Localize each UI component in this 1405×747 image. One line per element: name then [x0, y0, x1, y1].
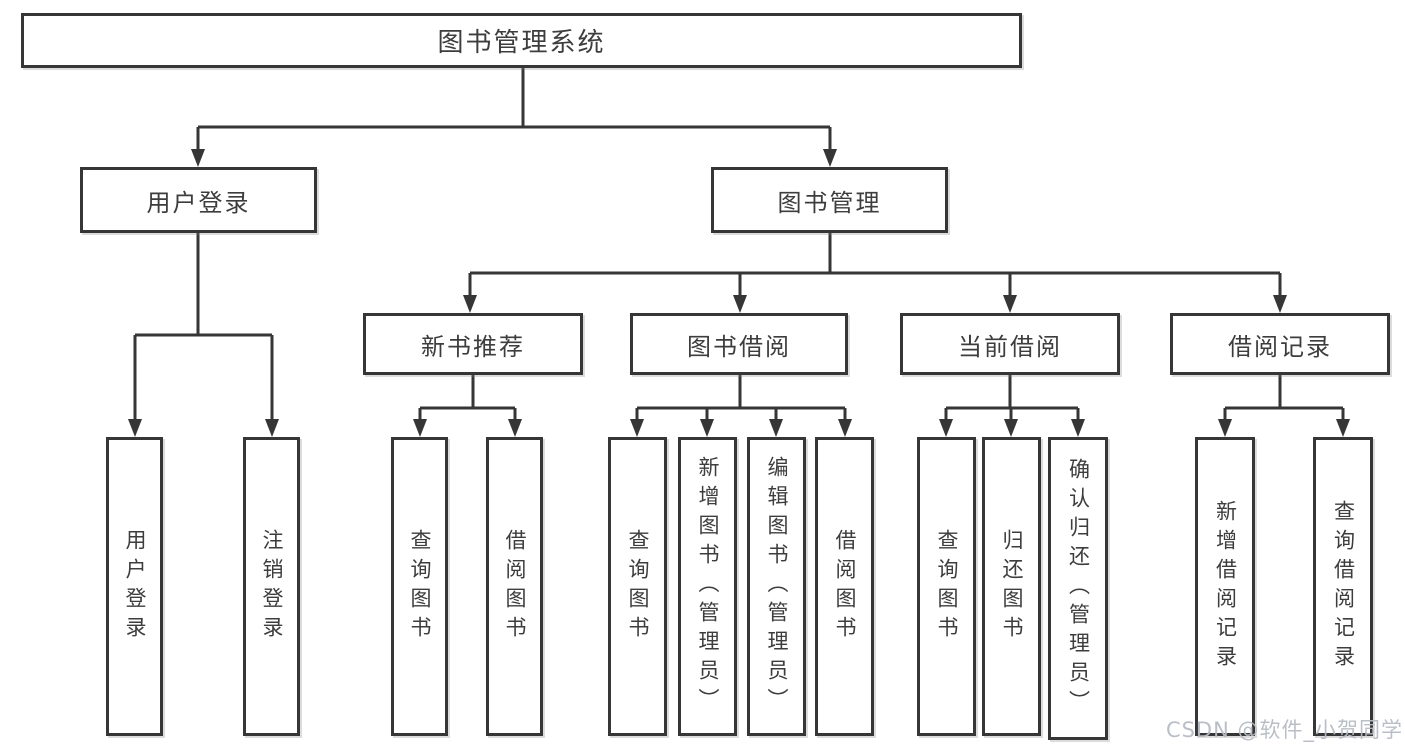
- leaf-edit-book-admin: 编辑图书（管理员）: [747, 437, 806, 736]
- leaf-confirm-return-admin: 确认归还（管理员）: [1048, 437, 1108, 740]
- leaf-label: 借阅图书: [503, 528, 527, 645]
- leaf-query-books-borrow: 查询图书: [608, 437, 667, 736]
- arrowhead-icons: [128, 149, 1350, 437]
- leaf-borrow-books-recommend: 借阅图书: [486, 437, 543, 736]
- leaf-label: 查询图书: [408, 528, 432, 645]
- leaf-user-login: 用户登录: [106, 437, 163, 736]
- leaf-add-borrow-record: 新增借阅记录: [1195, 437, 1255, 736]
- node-book-management: 图书管理: [711, 167, 948, 233]
- node-borrow-records: 借阅记录: [1170, 313, 1390, 375]
- leaf-label: 归还图书: [1000, 528, 1024, 645]
- node-current-borrow: 当前借阅: [900, 313, 1120, 375]
- node-new-book-recommend: 新书推荐: [363, 313, 583, 375]
- node-user-login: 用户登录: [80, 167, 317, 233]
- leaf-return-book: 归还图书: [982, 437, 1041, 736]
- node-library-management-system: 图书管理系统: [21, 13, 1022, 68]
- leaf-label: 注销登录: [260, 528, 284, 645]
- leaf-label: 查询图书: [626, 528, 650, 645]
- leaf-label: 新增图书（管理员）: [696, 456, 720, 717]
- leaf-label: 新增借阅记录: [1213, 499, 1238, 674]
- leaf-logout: 注销登录: [243, 437, 300, 736]
- node-book-borrow: 图书借阅: [630, 313, 848, 375]
- leaf-label: 查询图书: [935, 528, 959, 645]
- leaf-query-books-recommend: 查询图书: [391, 437, 448, 736]
- leaf-add-book-admin: 新增图书（管理员）: [678, 437, 737, 736]
- leaf-query-books-current: 查询图书: [917, 437, 976, 736]
- leaf-label: 查询借阅记录: [1331, 499, 1356, 674]
- leaf-label: 借阅图书: [833, 528, 857, 645]
- leaf-borrow-books: 借阅图书: [815, 437, 874, 736]
- watermark: CSDN @软件_小贺同学: [1165, 718, 1403, 742]
- leaf-query-borrow-record: 查询借阅记录: [1313, 437, 1373, 736]
- leaf-label: 编辑图书（管理员）: [765, 456, 789, 717]
- leaf-label: 用户登录: [123, 528, 147, 645]
- leaf-label: 确认归还（管理员）: [1066, 458, 1091, 719]
